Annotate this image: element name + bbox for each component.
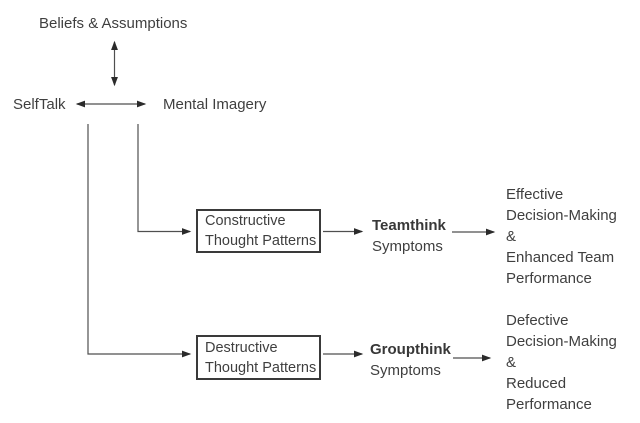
groupthink-subtitle: Symptoms — [370, 362, 441, 379]
node-beliefs-assumptions: Beliefs & Assumptions — [39, 15, 188, 32]
node-destructive-thought-patterns: Destructive Thought Patterns — [196, 335, 321, 380]
node-selftalk: SelfTalk — [13, 96, 66, 113]
arrow-mentalimagery-to-constructive — [137, 124, 192, 235]
destructive-box-label: Destructive Thought Patterns — [205, 339, 317, 376]
node-groupthink-symptoms: Groupthink Symptoms — [370, 339, 451, 381]
teamthink-subtitle: Symptoms — [372, 238, 443, 255]
arrow-selftalk-to-destructive — [87, 124, 192, 358]
groupthink-title: Groupthink — [370, 341, 451, 358]
node-effective-outcome: Effective Decision-Making & Enhanced Tea… — [506, 186, 617, 287]
constructive-box-label: Constructive Thought Patterns — [205, 213, 317, 249]
node-defective-outcome: Defective Decision-Making & Reduced Perf… — [506, 312, 617, 413]
node-mental-imagery: Mental Imagery — [163, 96, 267, 113]
teamthink-title: Teamthink — [372, 217, 446, 234]
node-teamthink-symptoms: Teamthink Symptoms — [372, 215, 446, 257]
node-constructive-thought-patterns: Constructive Thought Patterns — [196, 209, 321, 253]
